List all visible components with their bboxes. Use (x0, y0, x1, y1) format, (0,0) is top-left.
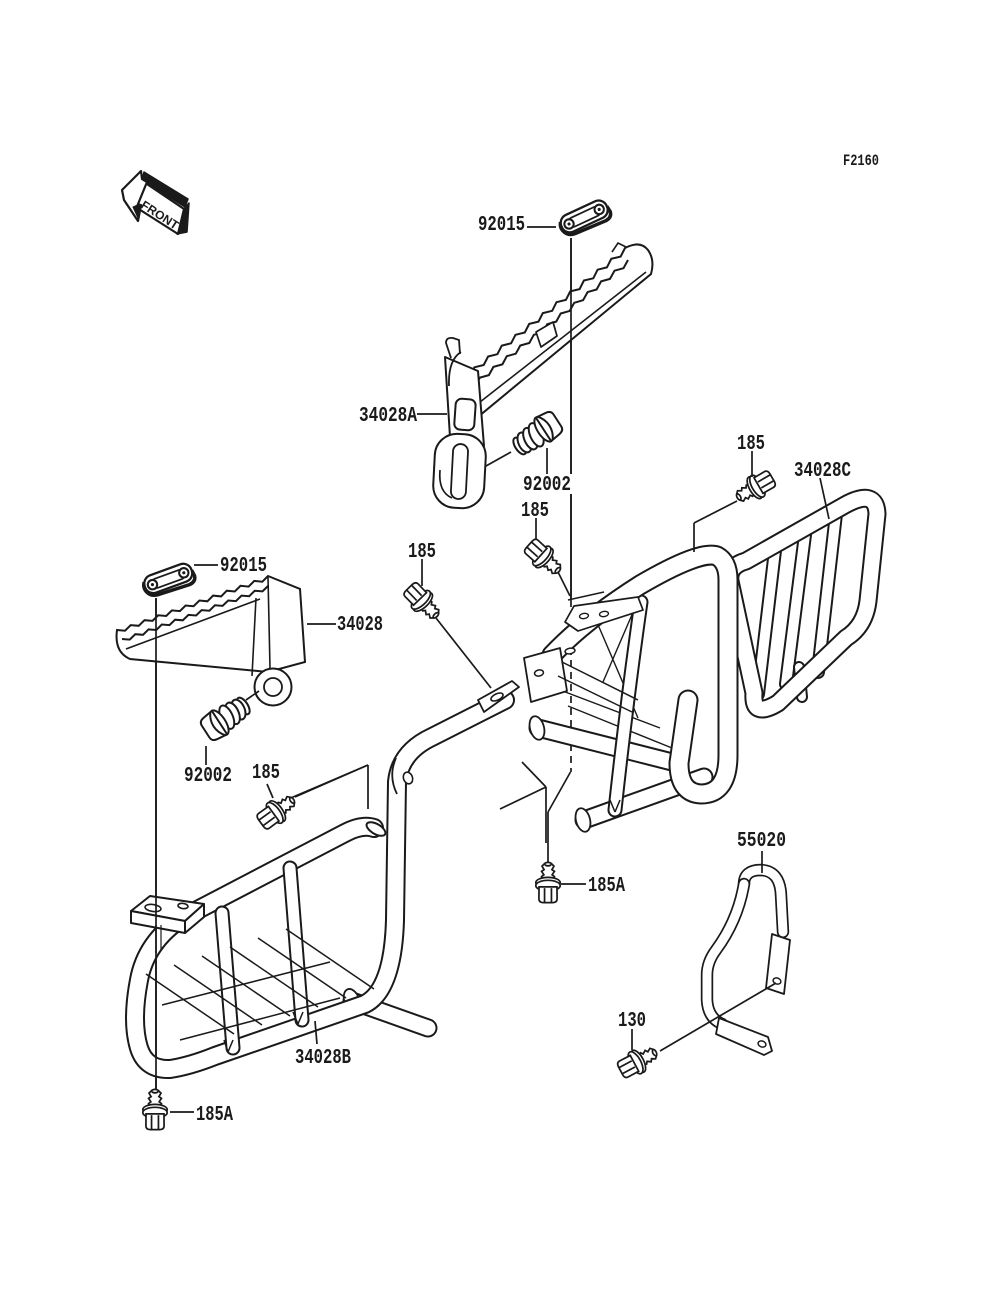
svg-text:92015: 92015 (478, 214, 525, 237)
svg-text:55020: 55020 (737, 830, 786, 853)
svg-text:185A: 185A (196, 1104, 233, 1127)
svg-text:34028A: 34028A (359, 405, 417, 428)
svg-text:185: 185 (408, 541, 436, 564)
svg-text:185: 185 (521, 500, 549, 523)
svg-text:34028B: 34028B (295, 1047, 351, 1070)
svg-text:34028C: 34028C (794, 460, 851, 483)
svg-text:185: 185 (737, 433, 765, 456)
svg-text:92002: 92002 (184, 765, 232, 788)
svg-text:185: 185 (252, 762, 280, 785)
svg-text:34028: 34028 (337, 614, 383, 637)
svg-text:92002: 92002 (523, 474, 571, 497)
svg-text:130: 130 (618, 1010, 646, 1033)
svg-text:F2160: F2160 (843, 152, 879, 170)
svg-text:92015: 92015 (220, 555, 267, 578)
svg-text:185A: 185A (588, 875, 625, 898)
